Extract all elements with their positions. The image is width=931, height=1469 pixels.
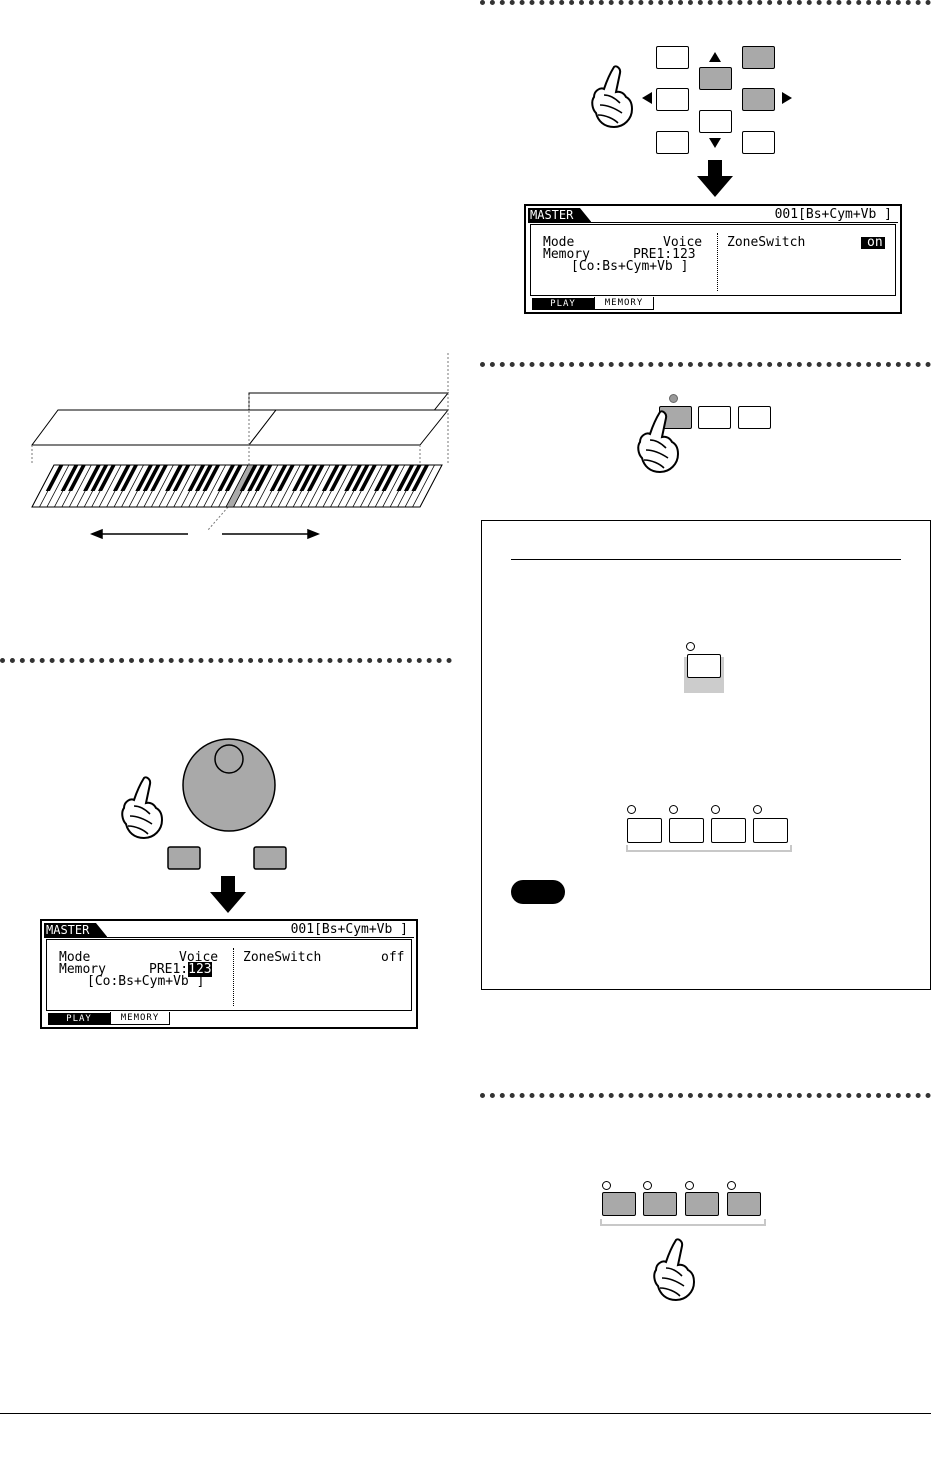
memory-label: Memory — [543, 247, 590, 262]
tab-memory[interactable]: MEMORY — [110, 1012, 170, 1025]
button-group-bracket — [600, 1219, 766, 1226]
status-led — [727, 1181, 736, 1190]
tab-play[interactable]: PLAY — [532, 298, 594, 310]
zone-button-3[interactable] — [711, 818, 746, 843]
note-badge-icon — [511, 880, 565, 904]
section-divider — [480, 1093, 931, 1098]
memory-label: Memory — [59, 962, 106, 977]
cursor-button-bottom-right[interactable] — [742, 131, 775, 154]
zone-switch-label: ZoneSwitch — [727, 235, 806, 250]
cursor-up-button[interactable] — [699, 67, 732, 90]
track-button-1[interactable] — [602, 1192, 636, 1216]
info-box — [481, 520, 931, 990]
down-arrow-icon — [697, 160, 733, 197]
pointing-hand-icon — [591, 65, 634, 129]
memory-number-cursor[interactable]: 123 — [188, 962, 212, 977]
status-led — [685, 1181, 694, 1190]
zone-switch-value: off — [381, 950, 405, 965]
cursor-left-button[interactable] — [656, 88, 689, 111]
lcd-screen-voice-select: MASTER 001[Bs+Cym+Vb ] Mode Voice Memory… — [40, 919, 418, 1029]
status-led — [669, 394, 678, 403]
track-button-2[interactable] — [643, 1192, 677, 1216]
function-button[interactable] — [687, 654, 721, 678]
zone-button-4[interactable] — [753, 818, 788, 843]
pointing-hand-icon — [121, 776, 164, 840]
pointing-hand-icon — [653, 1238, 696, 1302]
zone-button-1[interactable] — [627, 818, 662, 843]
track-button-4[interactable] — [727, 1192, 761, 1216]
section-divider — [480, 0, 931, 5]
status-led — [643, 1181, 652, 1190]
button-group-bracket — [626, 845, 792, 852]
cursor-button-bottom-left[interactable] — [656, 131, 689, 154]
voice-name: [Co:Bs+Cym+Vb ] — [571, 259, 689, 274]
status-led — [686, 642, 695, 651]
zone-switch-label: ZoneSwitch — [243, 950, 322, 965]
cursor-right-button[interactable] — [742, 88, 775, 111]
status-led — [627, 805, 636, 814]
cursor-arrow-icon — [642, 52, 792, 148]
mode-button-3[interactable] — [738, 406, 771, 429]
mode-value: Voice — [663, 235, 703, 250]
status-led — [669, 805, 678, 814]
lcd-header-title: 001[Bs+Cym+Vb ] — [290, 922, 408, 937]
keyboard-split-diagram — [31, 353, 450, 540]
mode-label: Mode — [59, 950, 91, 965]
mode-label: Mode — [543, 235, 575, 250]
tab-memory[interactable]: MEMORY — [594, 297, 654, 310]
memory-value: PRE1:123 — [633, 247, 696, 262]
section-divider — [0, 658, 452, 663]
mode-button-2[interactable] — [698, 406, 731, 429]
pointing-hand-icon — [637, 410, 680, 474]
status-led — [711, 805, 720, 814]
cursor-down-button[interactable] — [699, 110, 732, 133]
zone-button-2[interactable] — [669, 818, 704, 843]
mode-value: Voice — [179, 950, 219, 965]
cursor-button-top-right[interactable] — [742, 46, 775, 69]
memory-prefix: PRE1: — [149, 962, 189, 977]
lcd-screen-zone-switch: MASTER 001[Bs+Cym+Vb ] Mode Voice Memory… — [524, 204, 902, 314]
lcd-master-tag: MASTER — [44, 923, 108, 937]
cursor-button-top-left[interactable] — [656, 46, 689, 69]
lcd-header-title: 001[Bs+Cym+Vb ] — [774, 207, 892, 222]
info-box-rule — [511, 559, 901, 560]
section-divider — [480, 362, 931, 367]
tab-play[interactable]: PLAY — [48, 1013, 110, 1025]
status-led — [753, 805, 762, 814]
zone-switch-value-cursor[interactable]: on — [861, 236, 885, 249]
data-dial-icon — [167, 738, 287, 870]
voice-name: [Co:Bs+Cym+Vb ] — [87, 974, 205, 989]
status-led — [602, 1181, 611, 1190]
lcd-master-tag: MASTER — [528, 208, 592, 222]
down-arrow-icon — [210, 876, 246, 913]
track-button-3[interactable] — [685, 1192, 719, 1216]
page-footer-rule — [0, 1413, 931, 1414]
